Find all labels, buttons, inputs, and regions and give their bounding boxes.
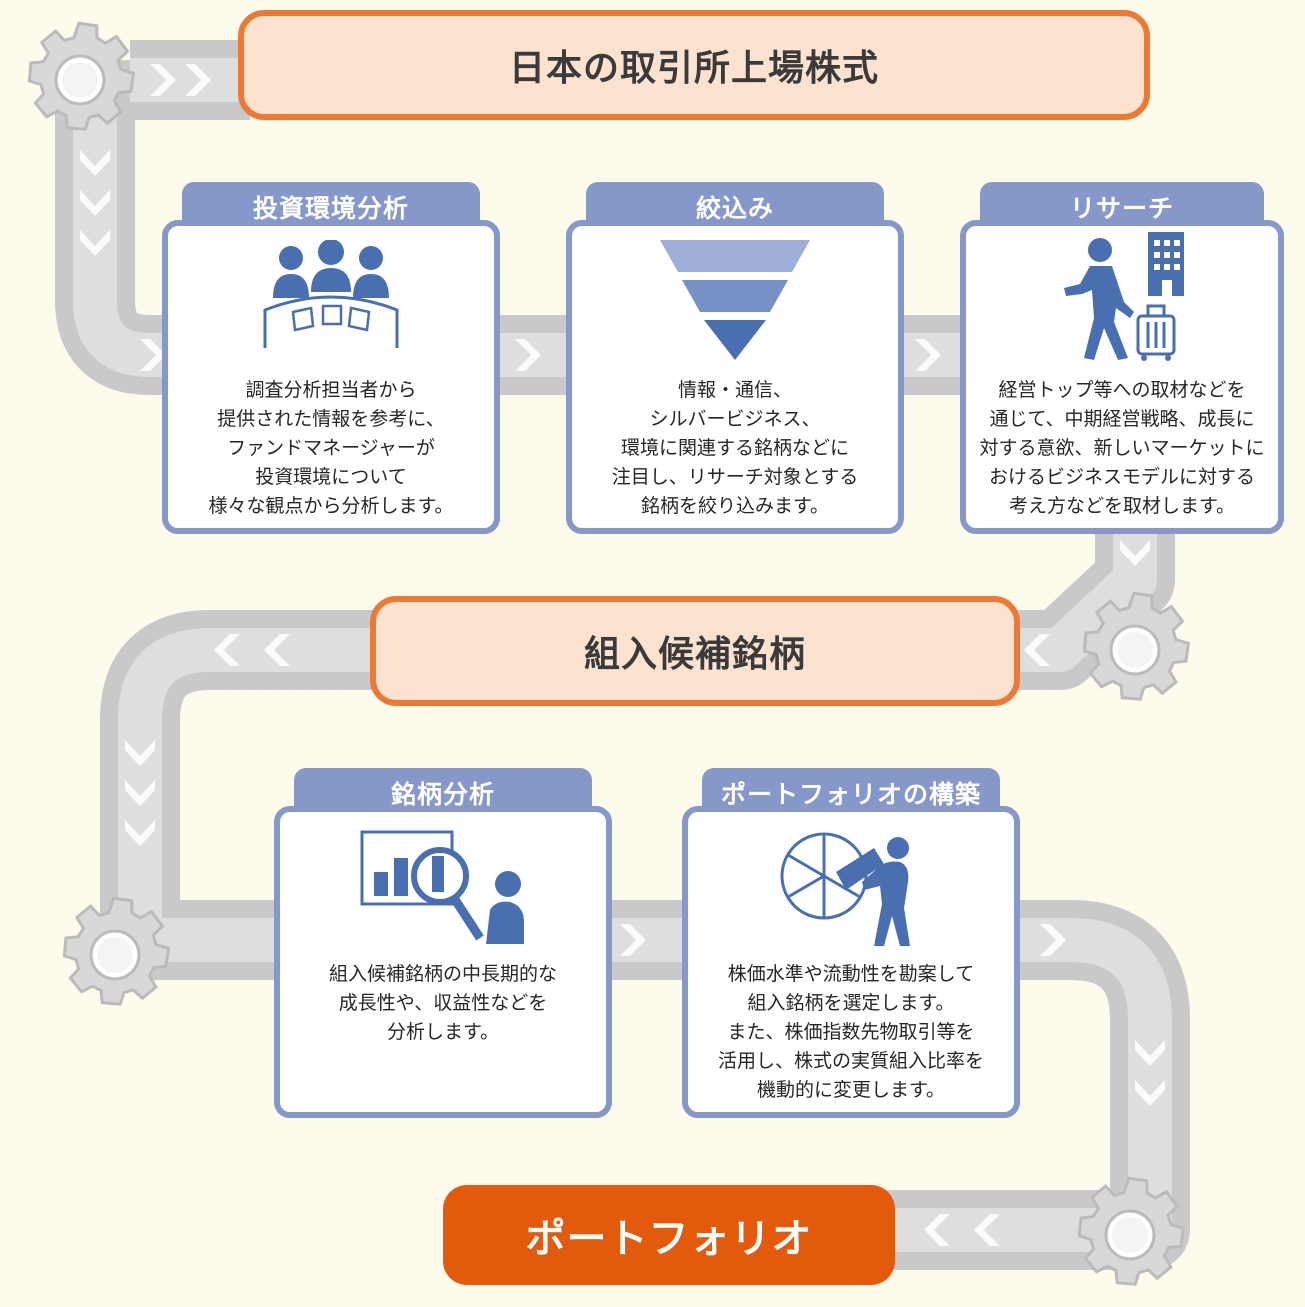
step-description-line: 環境に関連する銘柄などに bbox=[620, 437, 849, 459]
step-description: 経営トップ等への取材などを 通じて、中期経営戦略、成長に 対する意欲、新しいマー… bbox=[970, 376, 1274, 521]
step-title-tab: ポートフォリオの構築 bbox=[702, 768, 1000, 826]
magnifier-chart-icon bbox=[360, 830, 524, 944]
business-traveler-icon bbox=[1064, 232, 1184, 361]
step-description-line: 投資環境について bbox=[255, 466, 407, 488]
step-card-portfolio-construction: ポートフォリオの構築 株価水準や流動性を勘案して 組入銘柄を選定します。 また、… bbox=[682, 768, 1020, 1118]
step-title: ポートフォリオの構築 bbox=[720, 780, 981, 809]
step-description-line: 情報・通信、 bbox=[677, 379, 792, 401]
step-description: 情報・通信、 シルバービジネス、 環境に関連する銘柄などに 注目し、リサーチ対象… bbox=[580, 376, 890, 521]
banner-candidate-stocks-label: 組入候補銘柄 bbox=[583, 634, 806, 675]
step-description-line: 注目し、リサーチ対象とする bbox=[611, 466, 859, 488]
step-description-line: シルバービジネス、 bbox=[649, 408, 821, 430]
step-description-line: ファンドマネージャーが bbox=[227, 437, 435, 459]
step-description-line: また、株価指数先物取引等を bbox=[727, 1021, 975, 1043]
step-description-line: 組入候補銘柄の中長期的な bbox=[328, 963, 557, 985]
step-description-line: 考え方などを取材します。 bbox=[1008, 495, 1236, 517]
step-card-stock-analysis: 銘柄分析 組入候補銘柄の中長期的な 成長性や、収益性などを 分析します。 bbox=[274, 768, 612, 1118]
step-description-line: 対する意欲、新しいマーケットに bbox=[979, 437, 1265, 459]
banner-japan-listed-stocks: 日本の取引所上場株式 bbox=[238, 10, 1150, 120]
step-title: 投資環境分析 bbox=[252, 194, 409, 223]
step-description-line: 様々な観点から分析します。 bbox=[208, 495, 454, 517]
funnel-icon bbox=[660, 240, 810, 360]
step-description-line: 調査分析担当者から bbox=[245, 379, 417, 401]
banner-portfolio: ポートフォリオ bbox=[443, 1185, 895, 1285]
step-card-research: リサーチ 経営トップ等への取材などを 通じて、中期経営戦 bbox=[960, 182, 1284, 534]
step-description-line: 通じて、中期経営戦略、成長に bbox=[989, 408, 1255, 430]
banner-candidate-stocks: 組入候補銘柄 bbox=[370, 596, 1020, 706]
step-card-environment-analysis: 投資環境分析 調査分析担当者から 提供された情報を参考に、 ファンドマネージャー… bbox=[162, 182, 500, 534]
step-description-line: 組入銘柄を選定します。 bbox=[747, 992, 955, 1014]
step-title: 絞込み bbox=[695, 194, 774, 223]
step-description: 組入候補銘柄の中長期的な 成長性や、収益性などを 分析します。 bbox=[288, 960, 598, 1047]
step-description-line: 提供された情報を参考に、 bbox=[217, 408, 445, 430]
step-body: 経営トップ等への取材などを 通じて、中期経営戦略、成長に 対する意欲、新しいマー… bbox=[960, 220, 1284, 534]
step-description-line: 株価水準や流動性を勘案して bbox=[727, 963, 975, 985]
step-card-narrowing: 絞込み 情報・通信、 シルバービジネス、 環境に関連する銘柄などに 注目し、リサ… bbox=[566, 182, 904, 534]
step-description: 株価水準や流動性を勘案して 組入銘柄を選定します。 また、株価指数先物取引等を … bbox=[696, 960, 1006, 1105]
step-description-line: おけるビジネスモデルに対する bbox=[988, 466, 1255, 488]
step-description: 調査分析担当者から 提供された情報を参考に、 ファンドマネージャーが 投資環境に… bbox=[176, 376, 486, 521]
step-description-line: 分析します。 bbox=[386, 1021, 500, 1043]
step-description-line: 成長性や、収益性などを bbox=[338, 992, 548, 1014]
step-description-line: 活用し、株式の実質組入比率を bbox=[717, 1050, 984, 1072]
step-body: 組入候補銘柄の中長期的な 成長性や、収益性などを 分析します。 bbox=[274, 806, 612, 1118]
banner-japan-listed-stocks-label: 日本の取引所上場株式 bbox=[508, 48, 879, 89]
step-description-line: 経営トップ等への取材などを bbox=[998, 379, 1246, 401]
step-body: 調査分析担当者から 提供された情報を参考に、 ファンドマネージャーが 投資環境に… bbox=[162, 220, 500, 534]
step-title: 銘柄分析 bbox=[390, 780, 495, 809]
step-body: 情報・通信、 シルバービジネス、 環境に関連する銘柄などに 注目し、リサーチ対象… bbox=[566, 220, 904, 534]
step-description-line: 機動的に変更します。 bbox=[756, 1079, 946, 1101]
step-body: 株価水準や流動性を勘案して 組入銘柄を選定します。 また、株価指数先物取引等を … bbox=[682, 806, 1020, 1118]
step-title: リサーチ bbox=[1069, 194, 1174, 223]
banner-portfolio-label: ポートフォリオ bbox=[525, 1216, 813, 1262]
meeting-people-icon bbox=[263, 240, 399, 348]
pie-chart-person-icon bbox=[780, 832, 910, 946]
step-description-line: 銘柄を絞り込みます。 bbox=[640, 495, 830, 517]
